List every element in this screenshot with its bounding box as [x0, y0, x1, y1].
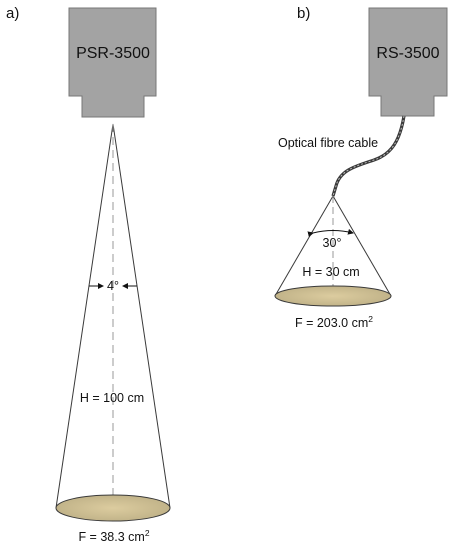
panel-a: a) PSR-3500 4° H = 100 cm F = 38.3 cm2 — [6, 5, 171, 544]
angle-annotation-a: 4° — [89, 279, 137, 293]
optical-fibre-cable-line — [331, 115, 406, 197]
rs-3500-label: RS-3500 — [376, 45, 439, 62]
optical-fibre-cable-sheen — [332, 115, 405, 197]
panel-b-label: b) — [297, 5, 310, 22]
psr-3500-body — [68, 7, 157, 118]
area-label-a: F = 38.3 cm2 — [78, 528, 149, 544]
cone-a-left-edge — [55, 123, 114, 509]
angle-label-b: 30° — [323, 236, 342, 250]
psr-3500-device: PSR-3500 — [68, 7, 157, 118]
panel-b: b) RS-3500 Optical fibre cable 30° H = 3… — [274, 5, 448, 330]
rs-3500-body — [368, 7, 448, 117]
optical-fibre-cable: Optical fibre cable — [278, 115, 406, 197]
angle-arc-b — [307, 228, 354, 238]
cable-label: Optical fibre cable — [278, 136, 378, 150]
cone-a-right-edge — [112, 123, 171, 509]
cone-a — [55, 123, 171, 522]
panel-a-label: a) — [6, 5, 19, 22]
cone-b — [274, 195, 392, 307]
area-label-b: F = 203.0 cm2 — [295, 314, 373, 330]
cone-b-left-edge — [274, 195, 334, 297]
area-label-a-base: F = 38.3 cm — [78, 530, 144, 544]
angle-annotation-b: 30° — [307, 228, 354, 250]
angle-label-a: 4° — [107, 279, 119, 293]
measurement-area-ellipse-a — [55, 494, 171, 522]
rs-3500-device: RS-3500 — [368, 7, 448, 117]
cone-b-right-edge — [332, 195, 392, 297]
area-label-b-base: F = 203.0 cm — [295, 316, 368, 330]
psr-3500-label: PSR-3500 — [76, 45, 150, 62]
height-label-a: H = 100 cm — [80, 391, 144, 405]
area-label-a-exponent: 2 — [145, 528, 150, 538]
height-label-b: H = 30 cm — [302, 265, 359, 279]
measurement-area-ellipse-b — [274, 285, 392, 307]
area-label-b-exponent: 2 — [368, 314, 373, 324]
